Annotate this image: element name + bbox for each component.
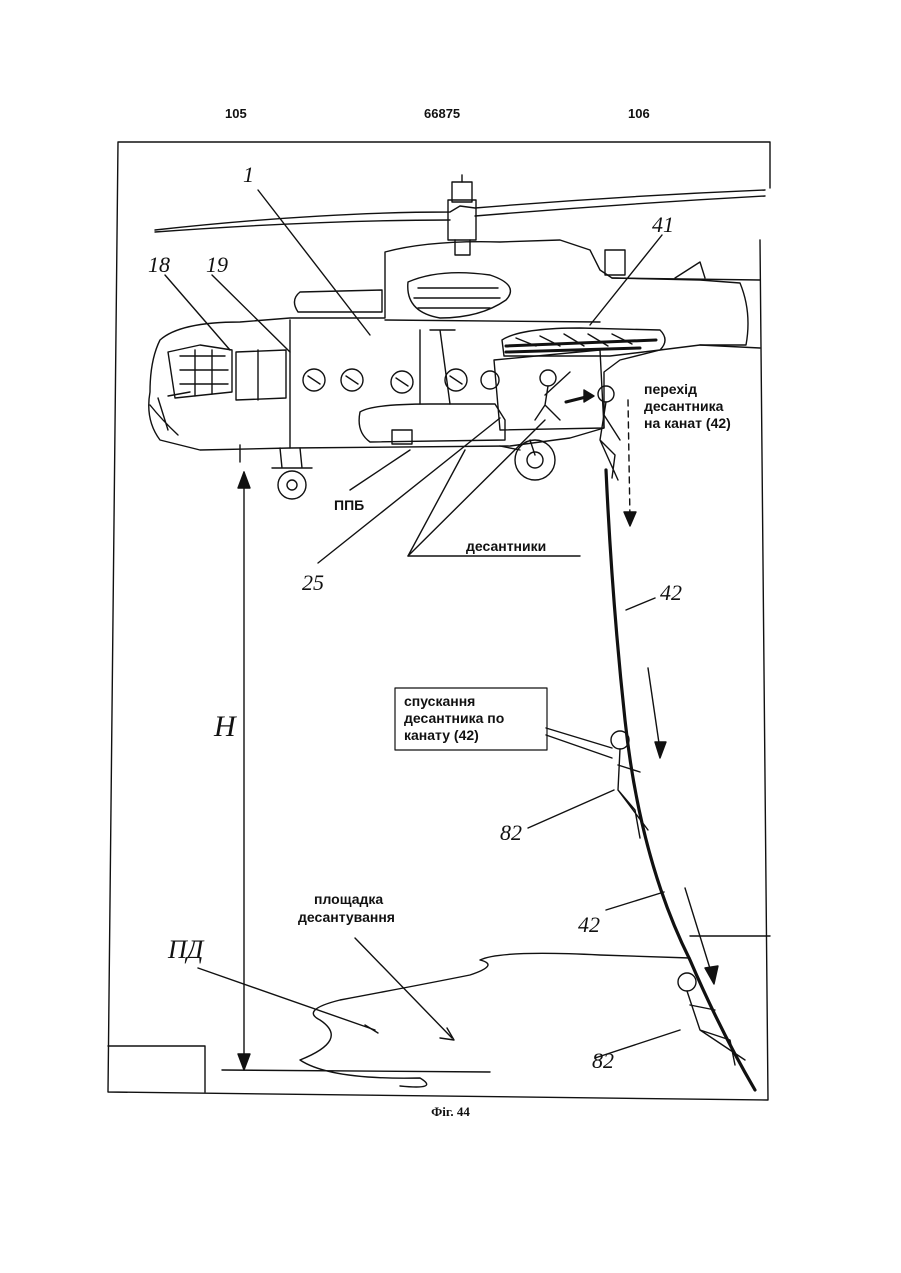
landing-site-outline	[300, 953, 690, 1087]
paratroopers-label: десантники	[466, 538, 546, 554]
ref-42-top-label: 42	[660, 580, 682, 605]
transition-label-line2: десантника	[644, 398, 724, 414]
helicopter-fuselage	[149, 240, 760, 499]
descent-label-line3: канату (42)	[404, 727, 479, 743]
down-arrow-dashed	[628, 400, 630, 520]
ppb-label: ППБ	[334, 497, 364, 513]
transition-label-line3: на канат (42)	[644, 415, 731, 431]
ref-82-bottom-label: 82	[592, 1048, 614, 1073]
figure-caption: Фіг. 44	[0, 1104, 901, 1120]
landing-point-label: ПД	[167, 935, 205, 964]
ref-19-label: 19	[206, 252, 228, 277]
height-label: H	[213, 710, 238, 743]
descent-label-line2: десантника по	[404, 710, 504, 726]
paratrooper-transition	[598, 386, 620, 480]
ref-41-label: 41	[652, 212, 674, 237]
transition-label-line1: перехід	[644, 381, 697, 397]
ref-18-label: 18	[148, 252, 170, 277]
ref-42-bottom-label: 42	[578, 912, 600, 937]
ref-82-top-label: 82	[500, 820, 522, 845]
figure-frame	[108, 142, 770, 1100]
rope-42	[606, 470, 755, 1090]
ground-block	[108, 1046, 205, 1092]
paratrooper-door	[535, 370, 570, 420]
landing-site-label-line2: десантування	[298, 909, 395, 925]
ref-25-label: 25	[302, 570, 324, 595]
descent-label-line1: спускання	[404, 693, 475, 709]
landing-site-label-line1: площадка	[314, 891, 383, 907]
ref-1-label: 1	[243, 162, 254, 187]
